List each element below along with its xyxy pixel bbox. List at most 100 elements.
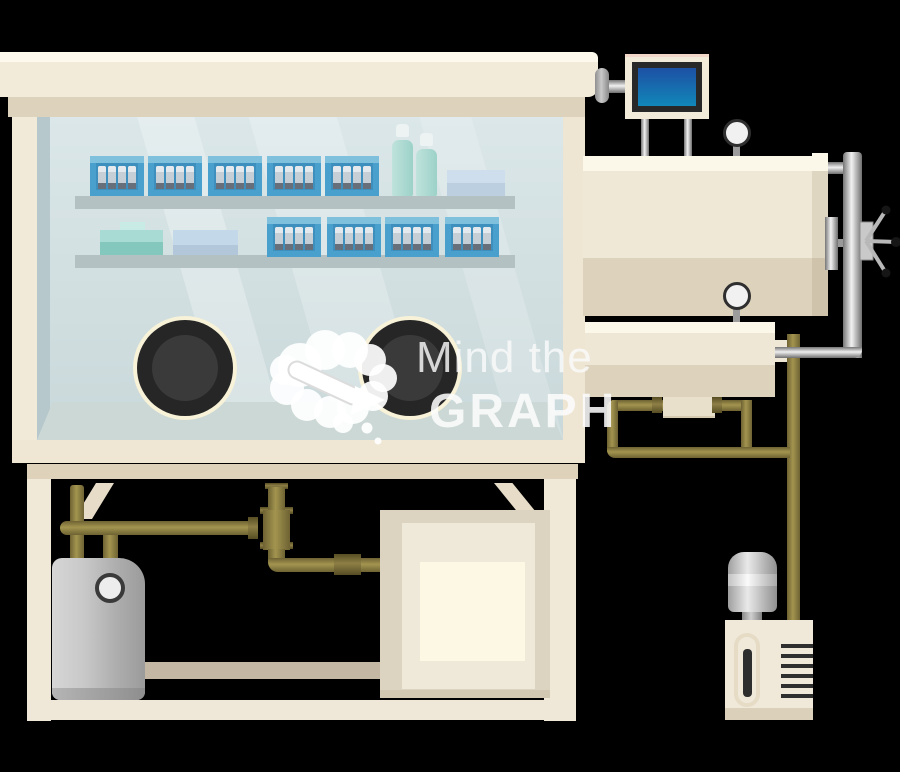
cabinet-bottom-band [12,440,583,463]
vial [275,166,283,189]
large-tank-right-shade [812,156,828,316]
vial-box-lid [148,156,202,163]
large-tank-top-tab [812,153,828,171]
vial [275,227,283,250]
vial [393,227,401,250]
pipe-elbow-down-left [607,400,618,452]
handwheel [859,205,900,278]
vial-box [90,156,144,196]
vial [295,227,303,250]
cabinet-top-highlight [0,52,598,62]
valve-stub-flare [265,483,288,489]
monitor-post-left [641,119,649,157]
boiler-port [95,573,125,603]
vial-box-lid [208,156,262,163]
tee-valve-body [263,510,290,550]
pump-neck [742,612,762,620]
large-tank-band [583,258,828,316]
gauge-stem [733,309,740,323]
vial [295,166,303,189]
vial [413,227,421,250]
small-tank-band [585,365,775,397]
tissue-box-bottom [100,242,163,255]
tissue-box-tab [120,222,145,231]
tank-side-stub [828,162,844,174]
vial [353,166,361,189]
handwheel-knob [881,205,891,215]
pressure-gauge-bottom [723,282,751,310]
shelf-top [75,196,515,209]
pump-vents [781,644,813,698]
metal-pipe-vertical [843,152,862,358]
glove-port-inner [152,335,218,401]
stand-top-rail [27,464,578,479]
vial [98,166,106,189]
pump-motor [728,552,777,612]
vial [108,166,116,189]
pipe-ring [712,397,722,413]
vial [156,166,164,189]
pump-motor-band [728,574,777,586]
pipe-bottom-horizontal [607,447,790,458]
vial-box-panel [391,224,433,251]
vial-box [267,156,321,196]
monitor-screen [638,68,696,106]
pump-vent-slat [781,684,813,688]
pipe-down-right [741,400,752,452]
handwheel-knob [881,268,891,278]
vial-box-panel [96,163,138,190]
monitor-connector-cylinder [595,68,609,103]
vial [246,166,254,189]
cabinet-top-bar [0,62,598,97]
pedestal-stub-left [612,400,663,411]
pipe-flange [248,517,258,539]
gauge-stem [733,146,740,157]
vial-box-lid [267,156,321,163]
vial [305,166,313,189]
vial-box-panel [273,163,315,190]
pump-vent-slat [781,654,813,658]
flat-box-bottom [447,183,505,196]
vial-box [267,217,321,257]
vial [285,166,293,189]
bottle-cap [420,133,433,146]
pump-slot-pill [743,649,752,697]
vial-box-lid [267,217,321,224]
pump-slot [734,633,760,707]
vial-box-lid [445,217,499,224]
stand-bottom-rail [27,700,576,720]
vial [365,227,373,250]
vial [216,166,224,189]
vial [483,227,491,250]
bottle-cap [396,124,409,137]
vial [473,227,481,250]
watermark-text-line1: Mind the [416,333,593,382]
box-unit-bottom [380,690,550,698]
vial-box [327,217,381,257]
flat-box [447,170,505,196]
vial-box-lid [90,156,144,163]
box-unit-center [420,562,525,661]
vial [343,166,351,189]
tank-pedestal [663,397,715,418]
vial [355,227,363,250]
vial [118,166,126,189]
handwheel-spoke [864,239,888,275]
vial-box-lid [385,217,439,224]
bottle-body [416,149,437,196]
vial [463,227,471,250]
vial-box-panel [451,224,493,251]
brass-pipe-horizontal [60,521,253,535]
pump-bottom-band [725,708,813,720]
pump-vent-slat [781,674,813,678]
handwheel-knob [891,237,900,247]
boiler-stub [103,535,118,558]
vial-box-lid [325,156,379,163]
handwheel-spoke [865,239,897,244]
pipe-to-box [268,558,382,572]
vial-box-lid [327,217,381,224]
vial-box-panel [214,163,256,190]
pressure-gauge-top [723,119,751,147]
flat-box-bottom [173,245,238,255]
